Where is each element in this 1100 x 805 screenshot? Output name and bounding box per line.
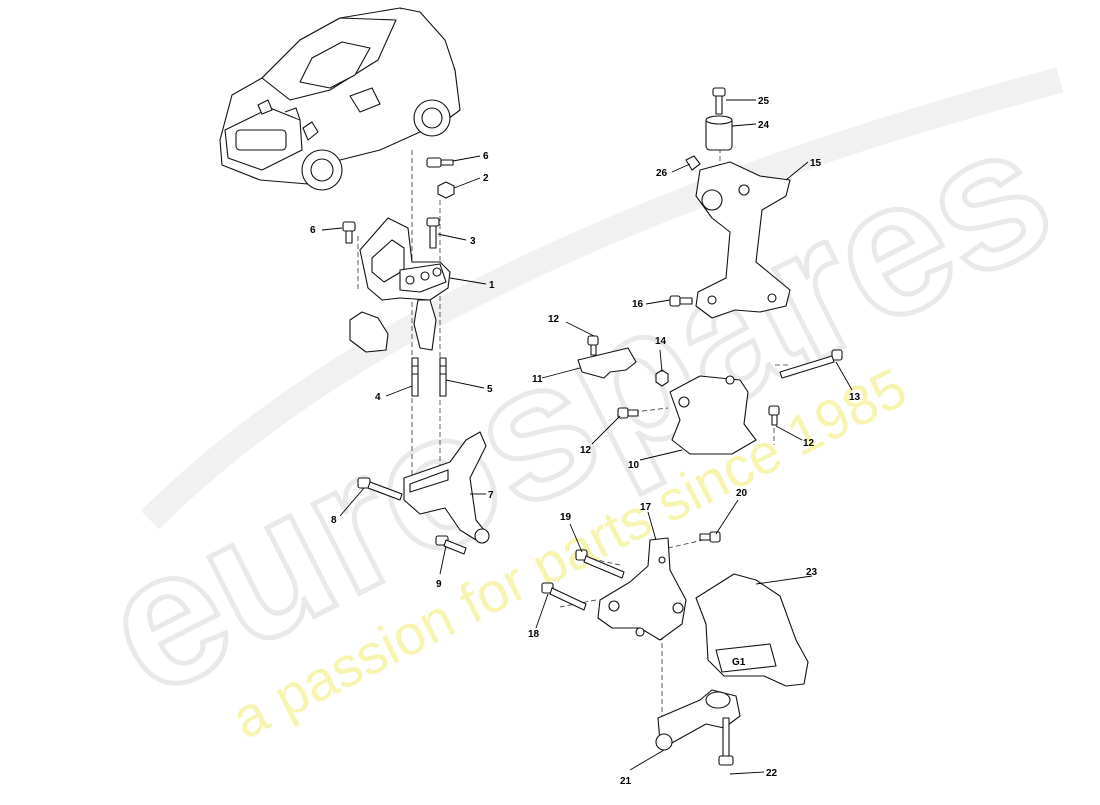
callout-22: 22: [766, 768, 778, 779]
callout-23: 23: [806, 567, 818, 578]
callout-9: 9: [436, 579, 442, 590]
callout-6a: 6: [483, 151, 489, 162]
part-6a-bolt: [426, 157, 454, 168]
part-12a-bolt: [587, 335, 599, 356]
callout-numbers: 6 2 6 3 1 4 5 7 8 9 25 24 26 15 16 12 14…: [310, 96, 861, 787]
part-12c-bolt: [768, 405, 780, 426]
callout-1: 1: [489, 280, 495, 291]
part-1-engine-mount: [349, 217, 451, 353]
part-23-bracket: G1: [695, 573, 809, 687]
callout-6b: 6: [310, 225, 316, 236]
part-14-nut: [655, 369, 669, 387]
part-5-stud: [439, 357, 447, 397]
part-2-nut: [437, 181, 455, 199]
part-24-bushing: [705, 115, 733, 151]
part-16-bolt: [669, 295, 693, 307]
part-13-bolt: [779, 349, 843, 379]
part-3-bolt: [426, 217, 440, 249]
callout-7: 7: [488, 490, 494, 501]
callout-21: 21: [620, 776, 632, 787]
part-7-bracket: [403, 431, 490, 544]
callout-26: 26: [656, 168, 668, 179]
callout-20: 20: [736, 488, 748, 499]
callout-11: 11: [532, 374, 543, 385]
part-11-bracket: [577, 347, 637, 379]
callout-16: 16: [632, 299, 644, 310]
callout-25: 25: [758, 96, 770, 107]
callout-12a: 12: [548, 314, 560, 325]
watermark: eurospares a passion for parts since 198…: [70, 67, 1084, 751]
watermark-logo: eurospares: [72, 83, 1081, 737]
part-25-bolt: [712, 87, 726, 115]
bracket-stamp: G1: [732, 657, 746, 668]
callout-13: 13: [849, 392, 861, 403]
part-10-bracket: [669, 375, 757, 455]
callout-18: 18: [528, 629, 540, 640]
callout-12c: 12: [803, 438, 815, 449]
part-8-bolt: [357, 477, 403, 501]
part-9-bolt: [435, 535, 467, 555]
callout-19: 19: [560, 512, 572, 523]
part-21-torque-rod: [655, 689, 741, 751]
callout-2: 2: [483, 173, 489, 184]
part-15-bracket: [695, 161, 791, 319]
leader-lines: [321, 99, 853, 775]
part-22-bolt: [718, 717, 734, 766]
callout-5: 5: [487, 384, 493, 395]
callout-3: 3: [470, 236, 476, 247]
callout-15: 15: [810, 158, 822, 169]
callout-8: 8: [331, 515, 337, 526]
part-18-bolt: [541, 582, 587, 611]
callout-14: 14: [655, 336, 667, 347]
callout-17: 17: [640, 502, 652, 513]
part-20-bolt: [699, 531, 721, 543]
part-26-clip: [685, 155, 701, 171]
car-illustration: [219, 7, 461, 191]
part-6b-bolt: [342, 221, 356, 244]
callout-12b: 12: [580, 445, 592, 456]
callout-24: 24: [758, 120, 770, 131]
callout-4: 4: [375, 392, 381, 403]
part-17-bracket: [597, 537, 687, 641]
part-4-stud: [411, 357, 419, 397]
part-12b-bolt: [617, 407, 639, 419]
callout-10: 10: [628, 460, 640, 471]
